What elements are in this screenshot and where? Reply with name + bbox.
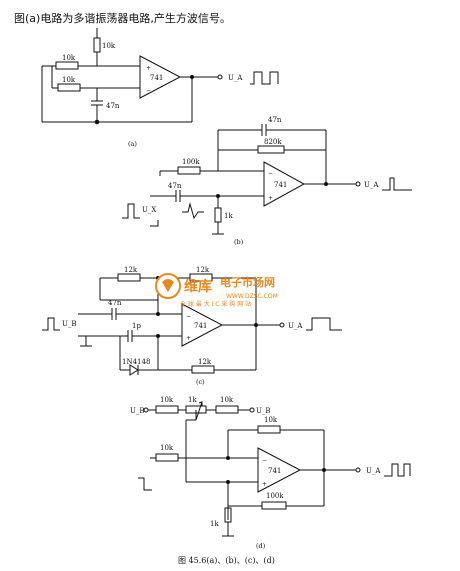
label-a-r-top: 10k	[102, 42, 116, 50]
resistor-d-r2	[215, 405, 239, 414]
waveform-b-pulse	[182, 202, 204, 220]
label-c-diode: 1N4148	[122, 358, 150, 366]
label-d-r1: 10k	[160, 396, 174, 404]
resistor-d-in	[155, 453, 179, 462]
label-a-opamp: 741	[150, 74, 163, 82]
opamp-b	[263, 161, 306, 207]
waveform-d-out	[384, 463, 411, 477]
svg-text:−: −	[262, 457, 267, 464]
label-d-opamp: 741	[268, 467, 281, 475]
opamp-d	[257, 447, 302, 493]
label-d-r-fb2: 100k	[266, 492, 284, 500]
svg-text:+: +	[262, 481, 267, 488]
resistor-a-in2	[57, 83, 81, 92]
watermark-site: 电子市场网	[220, 275, 275, 289]
label-d-out-top: U_B	[256, 407, 271, 415]
label-d-out: U_A	[366, 467, 381, 475]
waveform-c-in	[42, 317, 60, 331]
label-b-r-fb: 820k	[264, 138, 282, 146]
opamp-c	[181, 303, 224, 347]
svg-text:−: −	[146, 87, 151, 94]
label-c-c-in: 47n	[108, 299, 122, 307]
label-a-r-in1: 10k	[62, 54, 76, 62]
resistor-b-in	[177, 166, 201, 175]
waveform-a	[250, 71, 279, 85]
label-c-r-top: 12k	[124, 266, 138, 274]
caption-d: (d)	[256, 542, 266, 550]
waveform-d-in	[138, 477, 152, 491]
label-b-opamp: 741	[274, 181, 287, 189]
circuit-c: 12k 12k 47n 1p 1N4148 12k − +	[42, 266, 342, 386]
label-d-in-top: U_B	[130, 407, 145, 415]
circuit-b: 47n 820k 100k 47n 1k − + 741 U_A	[122, 116, 412, 246]
svg-text:+: +	[146, 65, 151, 72]
resistor-c-bot	[191, 365, 215, 374]
svg-text:−: −	[186, 313, 191, 320]
label-a-r-in2: 10k	[62, 76, 76, 84]
resistor-a-in1	[55, 61, 79, 70]
resistor-b-gnd	[214, 207, 222, 223]
resistor-b-fb	[257, 145, 285, 154]
label-c-in: U_B	[62, 320, 77, 328]
label-b-out: U_A	[364, 181, 379, 189]
label-c-r-bot: 12k	[198, 358, 212, 366]
circuit-a: 10k 10k 10k 47n + − 741 U_A	[41, 28, 279, 148]
caption-c: (c)	[196, 378, 205, 386]
resistor-d-fb2	[261, 501, 287, 510]
opamp-a	[139, 55, 182, 99]
label-c-out: U_A	[288, 322, 303, 330]
label-d-r2: 10k	[220, 396, 234, 404]
label-c-r-top2: 12k	[196, 266, 210, 274]
waveform-c-out	[306, 317, 342, 331]
watermark-url: WWW.DZSC.COM	[226, 293, 278, 300]
svg-text:+: +	[186, 335, 191, 342]
resistor-a-top	[93, 37, 101, 53]
label-b-c-in: 47n	[168, 182, 182, 190]
waveform-b-out	[382, 177, 412, 191]
watermark-slogan: 全 球 最 大 I C 采 购 网 站	[180, 300, 251, 308]
label-c-c-mid: 1p	[132, 322, 141, 330]
resistor-c-top	[117, 273, 141, 282]
caption-b: (b)	[234, 238, 244, 246]
label-b-c-fb: 47n	[268, 116, 282, 124]
label-d-r-pot: 1k	[188, 396, 197, 404]
label-d-r-gnd: 1k	[210, 520, 219, 528]
label-a-out: U_A	[228, 74, 243, 82]
label-b-r-in: 100k	[182, 158, 200, 166]
figure-caption: 图 45.6(a)、(b)、(c)、(d)	[178, 556, 275, 565]
label-b-in: U_X	[142, 206, 156, 214]
header-text: 图(a)电路为多谐振荡器电路,产生方波信号。	[14, 11, 231, 25]
watermark-logo: 维库 电子市场网 WWW.DZSC.COM 全 球 最 大 I C 采 购 网 …	[155, 273, 278, 308]
circuit-d: U_B 10k 1k 10k U_B 10k 10k	[130, 396, 411, 550]
svg-text:−: −	[268, 170, 273, 177]
label-d-r-in: 10k	[160, 444, 174, 452]
label-b-r-gnd: 1k	[224, 212, 233, 220]
label-a-c: 47n	[106, 102, 120, 110]
svg-text:+: +	[268, 195, 273, 202]
label-d-r-fb: 10k	[264, 416, 278, 424]
diode-c	[129, 364, 139, 376]
watermark-brand: 维库	[184, 278, 212, 295]
resistor-d-r1	[155, 405, 179, 414]
caption-a: (a)	[128, 140, 137, 148]
label-c-opamp: 741	[194, 322, 207, 330]
resistor-d-fb	[257, 425, 281, 434]
waveform-b-in	[122, 203, 140, 219]
